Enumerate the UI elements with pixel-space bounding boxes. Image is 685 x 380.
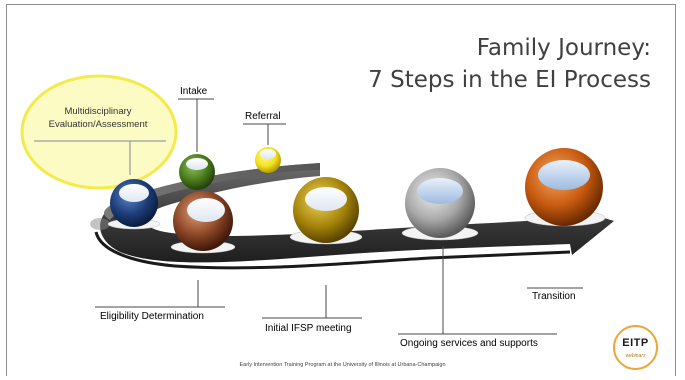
evaluation-label-line-1: Multidisciplinary <box>64 106 132 117</box>
intake-label: Intake <box>180 86 208 97</box>
transition-label: Transition <box>532 291 576 302</box>
footer-credit: Early Intervention Training Program at t… <box>239 362 446 368</box>
evaluation-label-line-2: Evaluation/Assessment <box>48 119 148 130</box>
slide-title: Family Journey: 7 Steps in the EI Proces… <box>368 32 651 96</box>
ball-transition <box>525 148 603 226</box>
evaluation-label: Multidisciplinary Evaluation/Assessment <box>28 105 168 131</box>
eitp-logo-subtext: webinars <box>625 353 646 359</box>
eitp-logo: EITP webinars <box>613 325 658 370</box>
evaluation-callout <box>20 74 178 190</box>
ball-ongoing <box>405 168 475 238</box>
eligibility-label: Eligibility Determination <box>100 311 204 322</box>
label-connectors <box>95 98 583 335</box>
slide-frame <box>6 4 676 376</box>
ball-referral <box>255 147 281 173</box>
ball-eligibility <box>173 191 233 251</box>
ongoing-label: Ongoing services and supports <box>400 338 538 349</box>
ball-intake <box>179 154 215 190</box>
title-line-1: Family Journey: <box>476 35 651 61</box>
ball-initial-ifsp <box>293 177 359 243</box>
ball-evaluation <box>110 179 158 227</box>
referral-label: Referral <box>245 111 281 122</box>
eitp-logo-text: EITP <box>622 337 649 349</box>
title-line-2: 7 Steps in the EI Process <box>368 67 651 93</box>
initial-ifsp-label: Initial IFSP meeting <box>265 323 352 334</box>
